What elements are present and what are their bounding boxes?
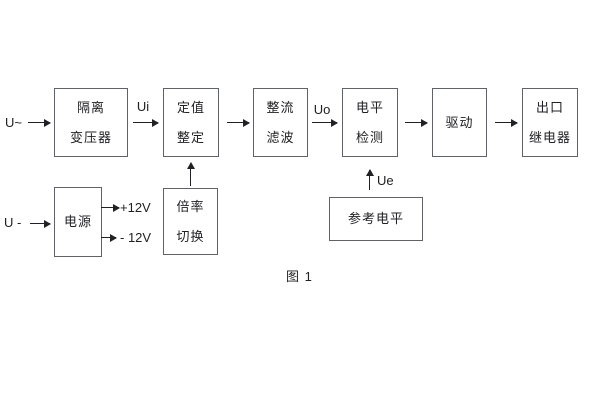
block-output-relay: 出口 继电器 [522,88,578,157]
block-label: 整定 [176,129,205,145]
block-label: 切换 [176,228,205,244]
block-label: 定值 [176,99,205,115]
block-label: 滤波 [266,129,295,145]
block-label: 隔离 [76,99,105,115]
figure-caption: 图 1 [286,269,313,284]
arrow-setting-to-rectifier [227,118,250,127]
input-ac-label: U~ [5,115,22,130]
block-label: 变压器 [69,129,112,145]
arrow-ratio-to-setting [186,162,195,186]
block-level-detect: 电平 检测 [342,88,398,157]
block-label: 倍率 [176,198,205,214]
block-label: 驱动 [445,114,474,130]
arrow-uo [312,118,338,127]
signal-uo-label: Uo [313,102,331,117]
arrow-ue-to-detect [365,169,374,190]
block-label: 继电器 [528,129,571,145]
block-label: 电源 [63,214,92,229]
block-label: 整流 [266,99,295,115]
block-isolation-transformer: 隔离 变压器 [54,88,128,157]
block-label: 检测 [355,129,384,145]
block-drive: 驱动 [432,88,487,157]
arrow-input-ac [28,118,51,127]
block-label: 出口 [535,99,564,115]
signal-ui-label: Ui [136,99,150,114]
arrow-drive-to-relay [495,118,518,127]
input-dc-label: U - [4,215,22,230]
block-reference-level: 参考电平 [329,197,423,241]
block-rectifier-filter: 整流 滤波 [253,88,308,157]
arrow-ui [133,118,159,127]
arrow-pos12v [101,203,120,212]
block-label: 电平 [355,99,384,115]
rail-pos12v-label: +12V [120,200,151,215]
block-setting-adjust: 定值 整定 [163,88,219,157]
arrow-neg12v [101,233,117,242]
arrow-detect-to-drive [405,118,428,127]
rail-neg12v-label: - 12V [120,230,152,245]
signal-ue-label: Ue [377,173,394,188]
block-power-supply: 电源 [54,187,102,257]
block-label: 参考电平 [347,211,404,226]
arrow-input-dc [30,219,51,228]
block-ratio-switch: 倍率 切换 [163,188,218,255]
